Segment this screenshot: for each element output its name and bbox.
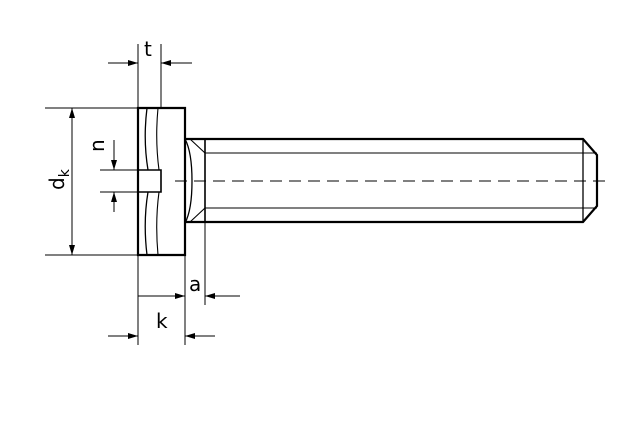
thread-runout-bottom	[189, 207, 206, 223]
slot	[138, 169, 162, 193]
slot-depth-line-bottom	[156, 191, 160, 256]
dimension-dk	[45, 107, 138, 256]
slot-wall-top	[144, 107, 149, 171]
screw-shank	[185, 137, 599, 224]
label-dk-main: d	[45, 177, 69, 190]
label-a: a	[189, 272, 201, 296]
label-k: k	[156, 309, 168, 333]
slot-depth-line-top	[156, 107, 160, 171]
dimension-k	[108, 255, 215, 345]
label-dk: dk	[45, 168, 73, 190]
slot-wall-bottom	[144, 191, 149, 256]
dimension-t	[108, 44, 192, 108]
head-fillet	[184, 138, 193, 224]
label-dk-subscript: k	[57, 168, 73, 177]
label-t: t	[144, 37, 152, 61]
thread-runout-top	[189, 138, 206, 154]
dimension-n	[100, 140, 138, 212]
label-n: n	[85, 139, 109, 152]
dimension-a	[138, 222, 240, 345]
